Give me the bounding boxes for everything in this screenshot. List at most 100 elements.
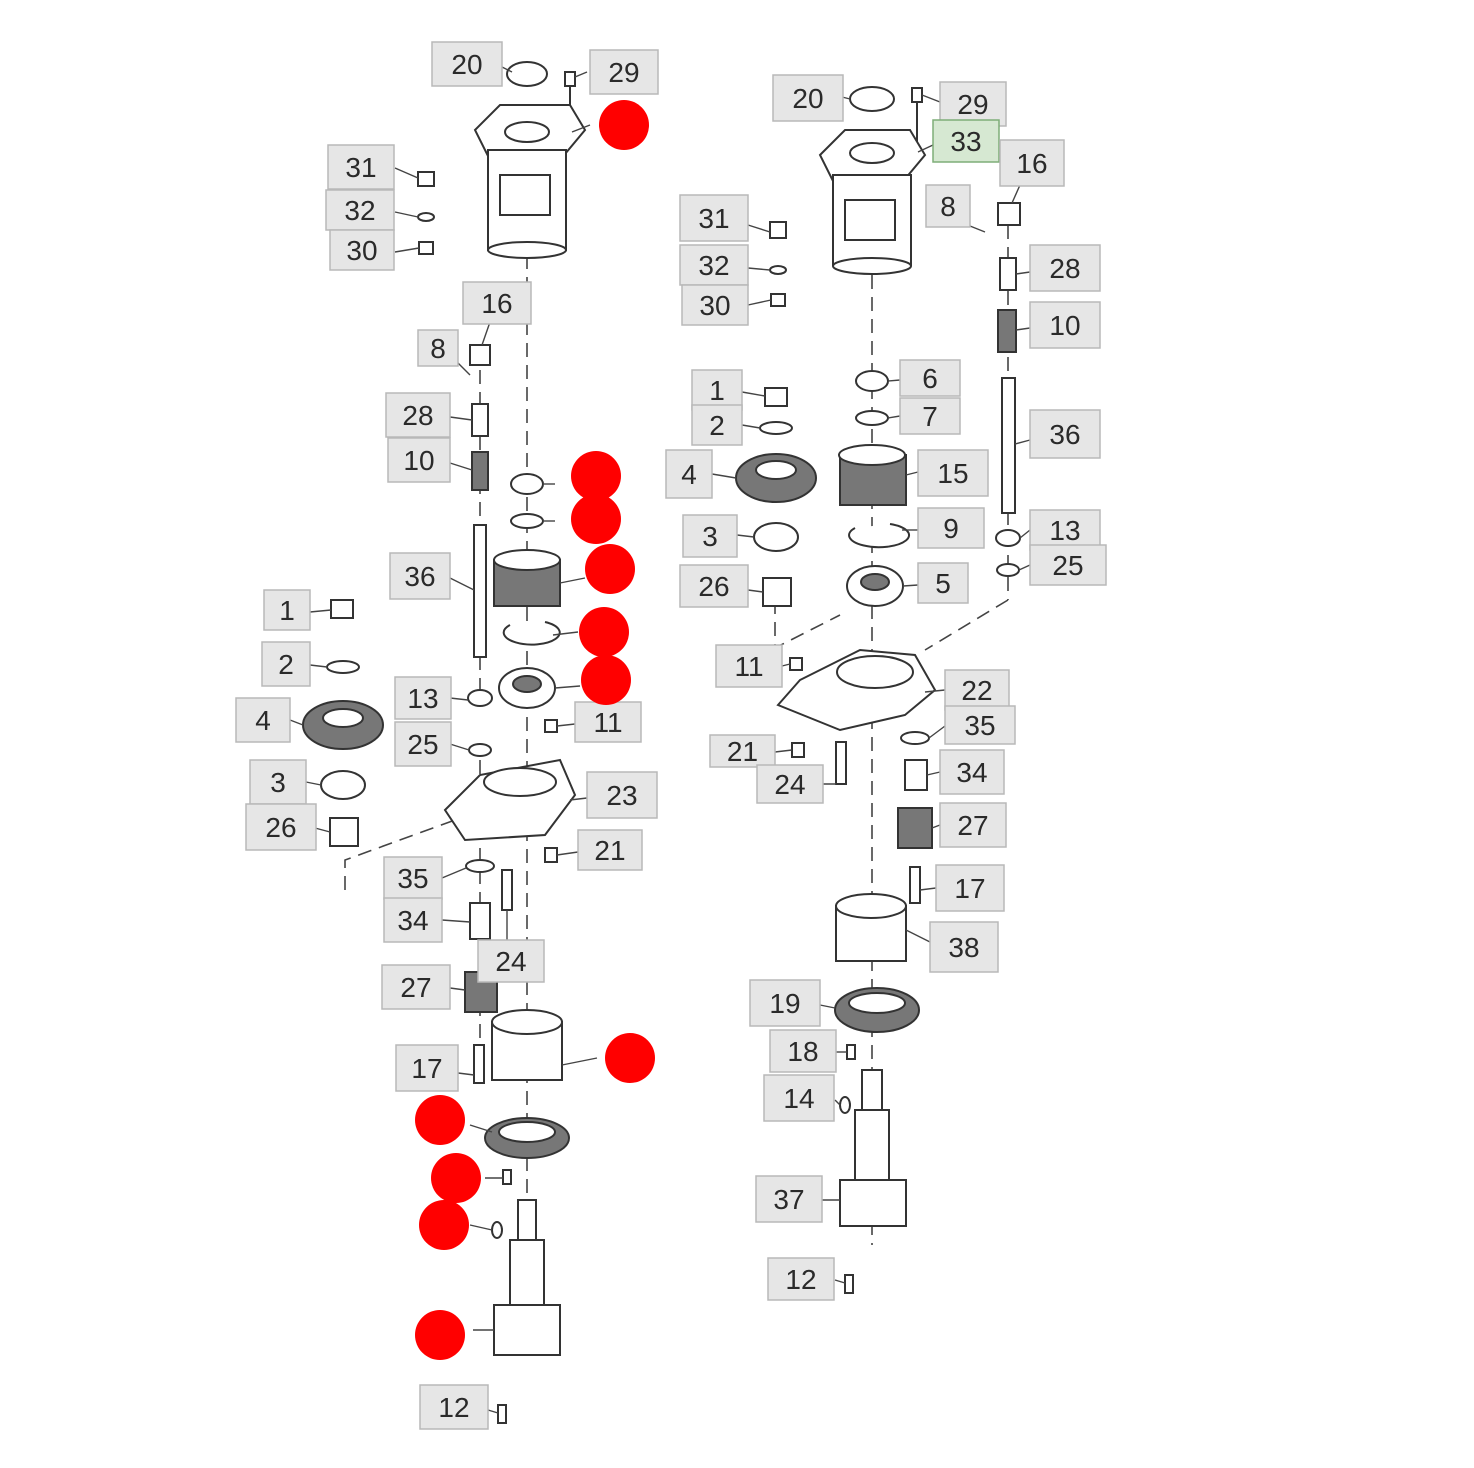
callout-box — [682, 514, 738, 558]
left-spur-gear-part — [493, 549, 561, 607]
callout-r21: 21 — [709, 734, 776, 768]
callout-l27: 27 — [381, 964, 451, 1010]
left-pin-12-part — [497, 1404, 507, 1424]
right-pin-12-part — [844, 1274, 854, 1294]
callout-r17: 17 — [935, 864, 1005, 912]
callout-number: 14 — [783, 1083, 814, 1114]
left-bolt-part — [417, 171, 435, 187]
left-washer-2-part — [326, 660, 360, 674]
callout-number: 24 — [495, 946, 526, 977]
callout-number: 28 — [402, 400, 433, 431]
callout-number: 25 — [1052, 550, 1083, 581]
callout-box — [394, 676, 452, 720]
callout-l29: 29 — [589, 49, 659, 95]
callout-r20: 20 — [772, 74, 844, 122]
red-marker — [431, 1153, 481, 1203]
callout-r3: 3 — [682, 514, 738, 558]
right-gear-4-part — [735, 453, 817, 503]
right-ring-gear-part — [834, 987, 920, 1033]
left-bushing-34-part — [469, 902, 491, 940]
callout-box — [679, 194, 749, 242]
callout-l36: 36 — [389, 552, 451, 600]
callout-r37: 37 — [755, 1175, 823, 1223]
callout-l21: 21 — [577, 829, 643, 871]
red-marker — [415, 1095, 465, 1145]
callout-number: 2 — [278, 649, 294, 680]
callout-r14: 14 — [763, 1074, 835, 1122]
callout-number: 21 — [594, 835, 625, 866]
right-shaft-part — [839, 1069, 907, 1227]
callout-box — [691, 369, 743, 411]
callout-r34: 34 — [939, 749, 1005, 795]
callout-r5: 5 — [917, 562, 969, 604]
red-marker — [571, 451, 621, 501]
callout-box — [899, 359, 961, 397]
callout-box — [1029, 544, 1107, 586]
callout-r35: 35 — [944, 705, 1016, 745]
callout-r30: 30 — [681, 284, 749, 326]
right-bolt-part — [769, 221, 787, 239]
right-washer-2-part — [759, 421, 793, 435]
callout-box — [772, 74, 844, 122]
callout-l10: 10 — [387, 437, 451, 483]
right-cap-13-part — [995, 529, 1021, 547]
right-cup-part — [835, 893, 907, 962]
callout-number: 12 — [785, 1264, 816, 1295]
callout-number: 3 — [270, 767, 286, 798]
callout-number: 20 — [792, 83, 823, 114]
red-marker — [571, 494, 621, 544]
callout-number: 10 — [1049, 310, 1080, 341]
left-fitting-part — [469, 344, 491, 366]
callout-box — [462, 281, 532, 325]
callout-box — [577, 829, 643, 871]
callout-number: 13 — [407, 683, 438, 714]
callout-number: 17 — [954, 873, 985, 904]
callout-number: 32 — [698, 250, 729, 281]
left-gear-4-part — [302, 700, 384, 750]
callout-l34: 34 — [383, 897, 443, 943]
callout-number: 28 — [1049, 253, 1080, 284]
callout-box — [417, 329, 459, 367]
callout-r2: 2 — [691, 404, 743, 446]
callout-box — [709, 734, 776, 768]
callout-box — [329, 229, 395, 271]
red-marker — [419, 1200, 469, 1250]
right-spur-gear-part — [838, 444, 907, 506]
callout-box — [939, 81, 1007, 127]
callout-r1: 1 — [691, 369, 743, 411]
callout-r13: 13 — [1029, 509, 1101, 551]
callout-box — [381, 964, 451, 1010]
right-nut-1-part — [764, 387, 788, 407]
callout-number: 7 — [922, 401, 938, 432]
left-cup-part — [491, 1009, 563, 1081]
callout-r36: 36 — [1029, 409, 1101, 459]
red-marker — [585, 544, 635, 594]
callout-r24: 24 — [756, 764, 824, 804]
callout-number: 37 — [773, 1184, 804, 1215]
callout-number: 36 — [404, 561, 435, 592]
callout-r16: 16 — [999, 139, 1065, 187]
callout-number: 11 — [734, 651, 763, 682]
callout-number: 26 — [265, 812, 296, 843]
right-assembly — [711, 86, 1031, 1294]
callout-r11: 11 — [715, 644, 783, 688]
callout-box — [574, 701, 642, 743]
callout-number: 24 — [774, 769, 805, 800]
callout-l8: 8 — [417, 329, 459, 367]
right-screw-17-part — [909, 866, 921, 904]
right-nut-part — [770, 293, 786, 307]
left-pin-part — [502, 1169, 512, 1185]
callout-l12: 12 — [419, 1384, 489, 1430]
left-spacer-3-part — [320, 770, 366, 800]
callout-box — [385, 392, 451, 438]
left-spring-part — [471, 451, 489, 491]
callout-l31: 31 — [327, 144, 395, 190]
left-screw-17-part — [473, 1044, 485, 1084]
left-washer-part — [417, 212, 435, 222]
right-spacer-3-part — [753, 522, 799, 552]
callout-r9: 9 — [917, 507, 985, 549]
callout-box — [249, 759, 307, 805]
callout-number: 30 — [346, 235, 377, 266]
callout-box — [1029, 409, 1101, 459]
callout-box — [935, 864, 1005, 912]
